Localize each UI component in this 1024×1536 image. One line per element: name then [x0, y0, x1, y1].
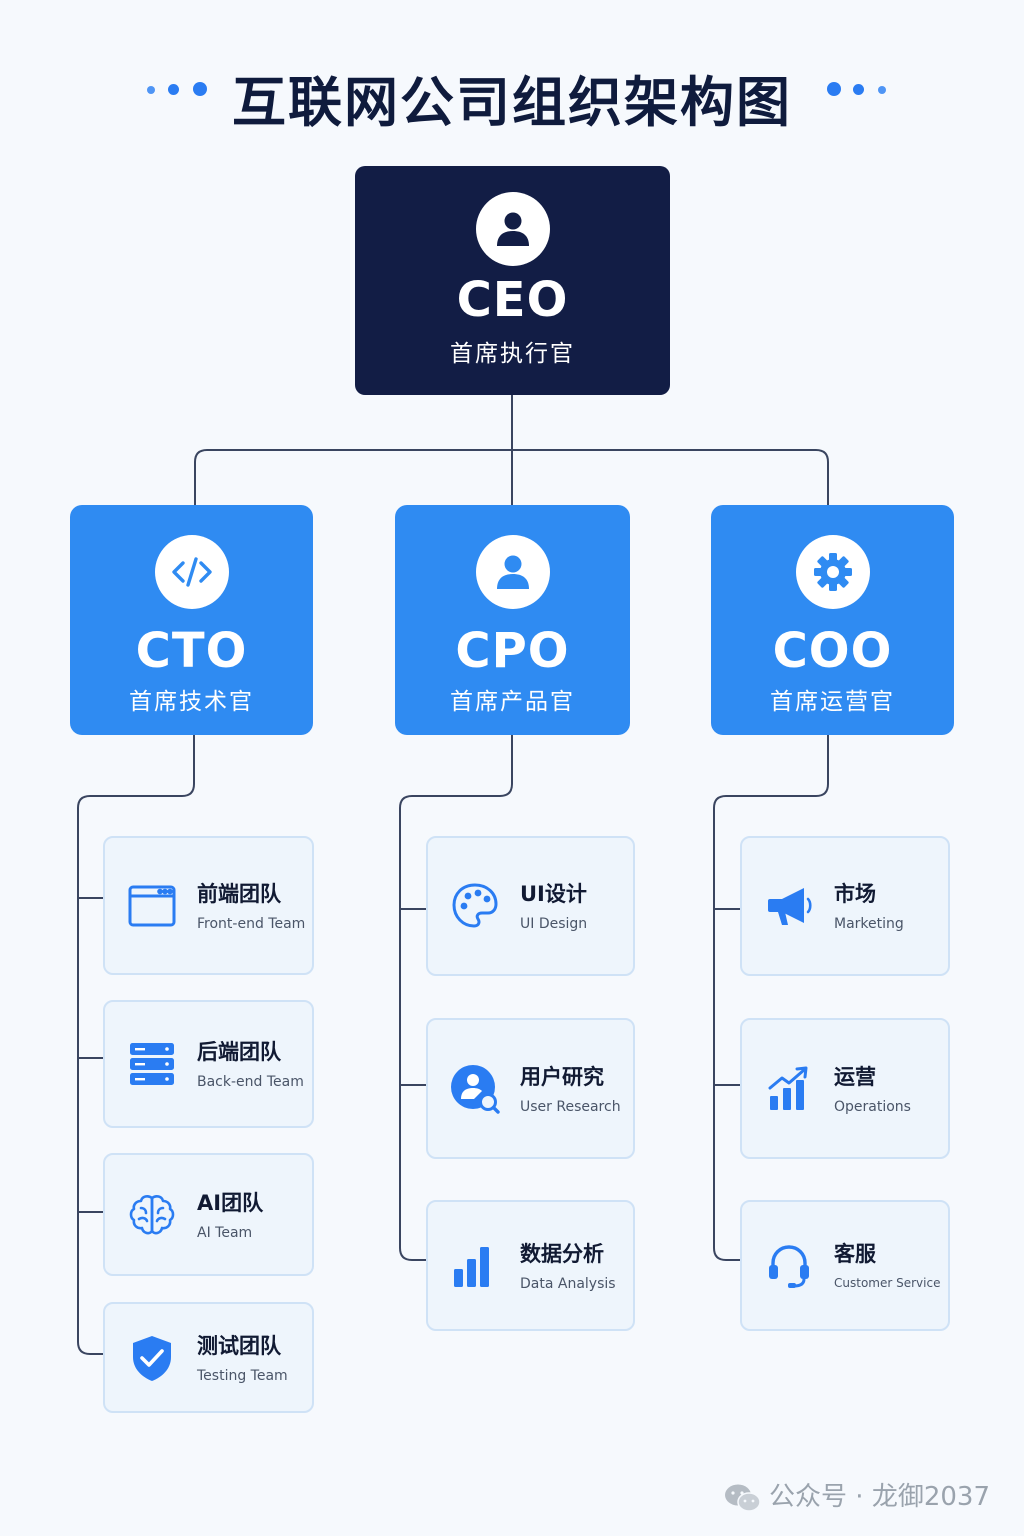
code-icon: [154, 535, 229, 609]
team-card-user-research: 用户研究 User Research: [426, 1018, 635, 1159]
user-icon: [475, 192, 550, 266]
palette-icon: [450, 881, 500, 931]
team-name: 数据分析: [520, 1241, 604, 1266]
wechat-icon: [723, 1482, 763, 1514]
team-name: 测试团队: [197, 1333, 281, 1358]
decorative-dot: [193, 82, 207, 96]
team-card-customer-service: 客服 Customer Service: [740, 1200, 950, 1331]
coo-abbr: COO: [772, 623, 893, 679]
team-name: 运营: [834, 1064, 876, 1089]
decorative-dot: [168, 84, 179, 95]
team-name-en: Customer Service: [834, 1275, 941, 1290]
team-name: 前端团队: [197, 881, 281, 906]
team-name-en: Testing Team: [197, 1367, 288, 1384]
team-card-marketing: 市场 Marketing: [740, 836, 950, 976]
cpo-abbr: CPO: [455, 623, 570, 679]
growth-chart-icon: [764, 1064, 814, 1114]
team-card-testing: 测试团队 Testing Team: [103, 1302, 314, 1413]
team-name-en: Data Analysis: [520, 1275, 616, 1292]
cto-abbr: CTO: [135, 623, 248, 679]
ceo-title: 首席执行官: [450, 341, 575, 367]
team-name: 用户研究: [520, 1064, 604, 1089]
shield-check-icon: [127, 1333, 177, 1383]
team-name: 客服: [834, 1241, 876, 1266]
cpo-title: 首席产品官: [450, 689, 575, 715]
team-card-ui-design: UI设计 UI Design: [426, 836, 635, 976]
team-name: UI设计: [520, 882, 587, 906]
team-card-backend: 后端团队 Back-end Team: [103, 1000, 314, 1128]
server-icon: [127, 1039, 177, 1089]
watermark: 公众号 · 龙御2037: [723, 1476, 990, 1514]
watermark-text: 公众号 · 龙御2037: [769, 1482, 990, 1512]
headset-icon: [764, 1241, 814, 1291]
title-row: 互联网公司组织架构图: [0, 52, 1024, 134]
team-card-frontend: 前端团队 Front-end Team: [103, 836, 314, 975]
decorative-dot: [827, 82, 841, 96]
ceo-abbr: CEO: [456, 272, 569, 328]
user-icon: [475, 535, 550, 609]
team-name-en: UI Design: [520, 916, 588, 932]
team-name: 市场: [834, 882, 876, 906]
ceo-node: CEO 首席执行官: [355, 166, 670, 395]
cto-title: 首席技术官: [129, 689, 254, 715]
coo-title: 首席运营官: [770, 689, 895, 715]
decorative-dot: [147, 86, 155, 94]
browser-window-icon: [127, 881, 177, 931]
brain-icon: [127, 1190, 177, 1240]
decorative-dot: [878, 86, 886, 94]
cpo-node: CPO 首席产品官: [395, 505, 630, 735]
coo-node: COO 首席运营官: [711, 505, 954, 735]
team-name-en: Front-end Team: [197, 915, 306, 932]
bar-chart-icon: [450, 1241, 500, 1291]
gear-icon: [795, 535, 870, 609]
page-title: 互联网公司组织架构图: [232, 71, 792, 134]
team-name-en: User Research: [520, 1098, 621, 1115]
cto-node: CTO 首席技术官: [70, 505, 313, 735]
team-name-en: Marketing: [834, 916, 904, 932]
megaphone-icon: [764, 881, 814, 931]
team-name-en: Back-end Team: [197, 1074, 304, 1090]
team-card-operations: 运营 Operations: [740, 1018, 950, 1159]
team-name-en: AI Team: [197, 1224, 253, 1241]
user-search-icon: [450, 1064, 500, 1114]
team-card-data-analysis: 数据分析 Data Analysis: [426, 1200, 635, 1331]
team-name: AI团队: [197, 1190, 264, 1215]
team-card-ai: AI团队 AI Team: [103, 1153, 314, 1276]
decorative-dot: [853, 84, 864, 95]
team-name: 后端团队: [197, 1040, 281, 1064]
team-name-en: Operations: [834, 1098, 911, 1115]
